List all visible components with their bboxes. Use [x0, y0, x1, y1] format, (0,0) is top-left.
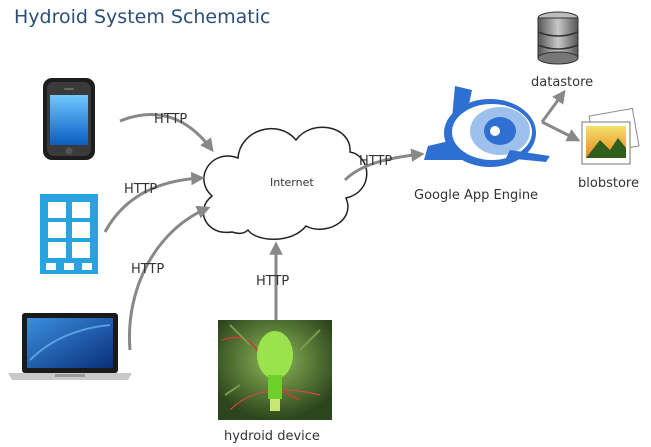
- internet-cloud: Internet: [202, 126, 368, 240]
- arrow-internet-to-appengine: [343, 148, 425, 182]
- arrow-appengine-to-datastore: [540, 89, 566, 123]
- laptop-icon: [8, 313, 132, 380]
- http-label-laptop: HTTP: [131, 262, 164, 277]
- http-label-tablet: HTTP: [124, 182, 157, 197]
- http-label-appengine: HTTP: [359, 154, 392, 169]
- http-label-device: HTTP: [256, 274, 289, 289]
- database-icon: [537, 11, 579, 65]
- blobstore-label: blobstore: [578, 176, 639, 191]
- hydroid-device-photo: [218, 320, 332, 420]
- internet-label: Internet: [270, 176, 314, 189]
- arrow-laptop-to-internet: [127, 205, 211, 351]
- app-engine-label: Google App Engine: [414, 188, 538, 203]
- tablet-icon: [40, 194, 98, 274]
- datastore-label: datastore: [531, 75, 593, 90]
- arrow-appengine-to-blobstore: [541, 120, 581, 142]
- hydroid-device-label: hydroid device: [224, 429, 320, 444]
- arrow-tablet-to-internet: [103, 171, 205, 233]
- photo-icon: [581, 107, 640, 165]
- arrow-phone-to-internet: [119, 113, 214, 153]
- phone-icon: [43, 78, 95, 160]
- app-engine-icon: [424, 86, 550, 167]
- http-label-phone: HTTP: [154, 112, 187, 127]
- diagram-title: Hydroid System Schematic: [14, 6, 271, 28]
